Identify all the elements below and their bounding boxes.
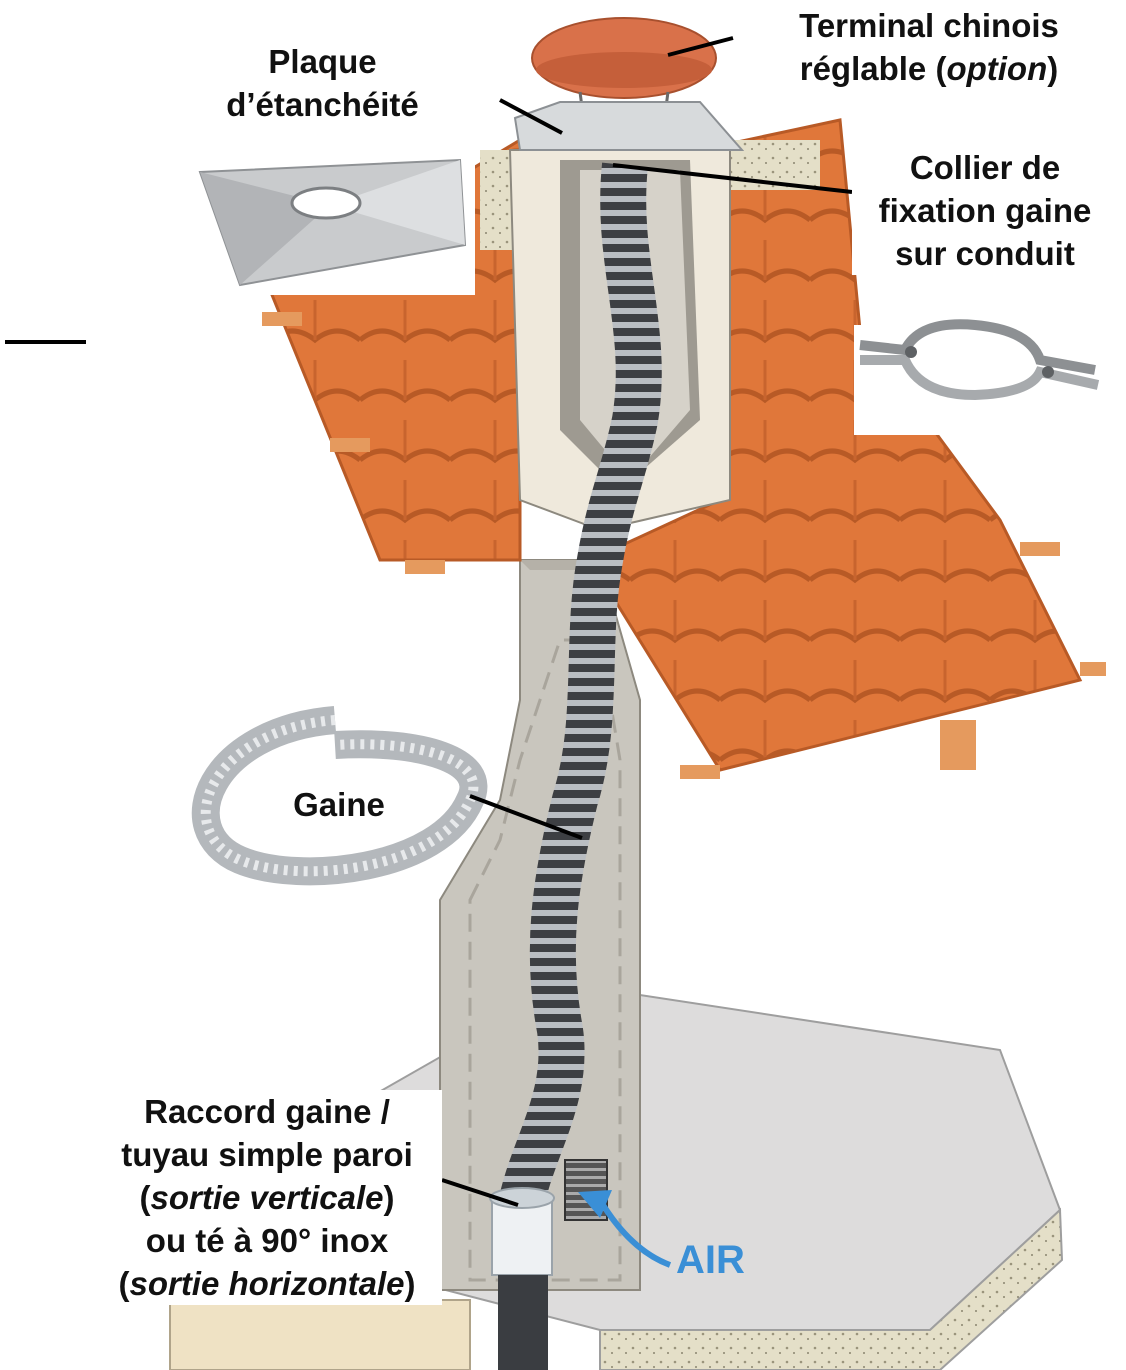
- label-raccord-line3-prefix: (: [139, 1179, 151, 1216]
- flexible-duct: [497, 162, 662, 1215]
- label-collier: Collier de fixation gaine sur conduit: [852, 146, 1118, 275]
- bottom-connector: [489, 1187, 555, 1370]
- label-raccord-line5-italic: sortie horizontale: [129, 1265, 405, 1302]
- label-raccord-line3: (sortie verticale): [92, 1176, 442, 1219]
- label-collier-line3: sur conduit: [895, 235, 1075, 272]
- fixing-collar-icon: [854, 319, 1126, 435]
- label-plaque-line2: d’étanchéité: [226, 86, 419, 123]
- label-gaine: Gaine: [280, 783, 398, 826]
- label-raccord-line1: Raccord gaine /: [144, 1093, 390, 1130]
- air-arrow-icon: [578, 1190, 672, 1268]
- label-gaine-text: Gaine: [293, 786, 385, 823]
- label-raccord-line3-italic: sortie verticale: [150, 1179, 384, 1216]
- label-air: AIR: [676, 1238, 745, 1282]
- label-terminal-line2-prefix: réglable (: [799, 50, 947, 87]
- label-plaque: Plaque d’étanchéité: [200, 40, 445, 126]
- label-raccord-line4: ou té à 90° inox: [145, 1222, 389, 1259]
- label-raccord-line5: (sortie horizontale): [92, 1262, 442, 1305]
- label-terminal-line1: Terminal chinois: [799, 7, 1059, 44]
- label-terminal-line2: réglable (option): [736, 47, 1122, 90]
- chinese-hat-terminal-icon: [513, 17, 745, 151]
- label-raccord-line5-suffix: ): [404, 1265, 416, 1302]
- label-terminal-line2-suffix: ): [1047, 50, 1059, 87]
- label-plaque-line1: Plaque: [268, 43, 377, 80]
- label-collier-line1: Collier de: [909, 149, 1061, 186]
- label-raccord: Raccord gaine / tuyau simple paroi (sort…: [92, 1090, 442, 1305]
- leader-lines: [5, 36, 853, 1207]
- label-terminal-line2-italic: option: [946, 50, 1048, 87]
- coiled-duct-icon: [191, 706, 488, 886]
- label-terminal: Terminal chinois réglable (option): [736, 4, 1122, 104]
- sealing-plate-icon: [190, 145, 475, 295]
- label-collier-line2: fixation gaine: [878, 192, 1092, 229]
- label-raccord-line5-prefix: (: [118, 1265, 130, 1302]
- label-raccord-line3-suffix: ): [383, 1179, 395, 1216]
- label-raccord-line2: tuyau simple paroi: [121, 1136, 413, 1173]
